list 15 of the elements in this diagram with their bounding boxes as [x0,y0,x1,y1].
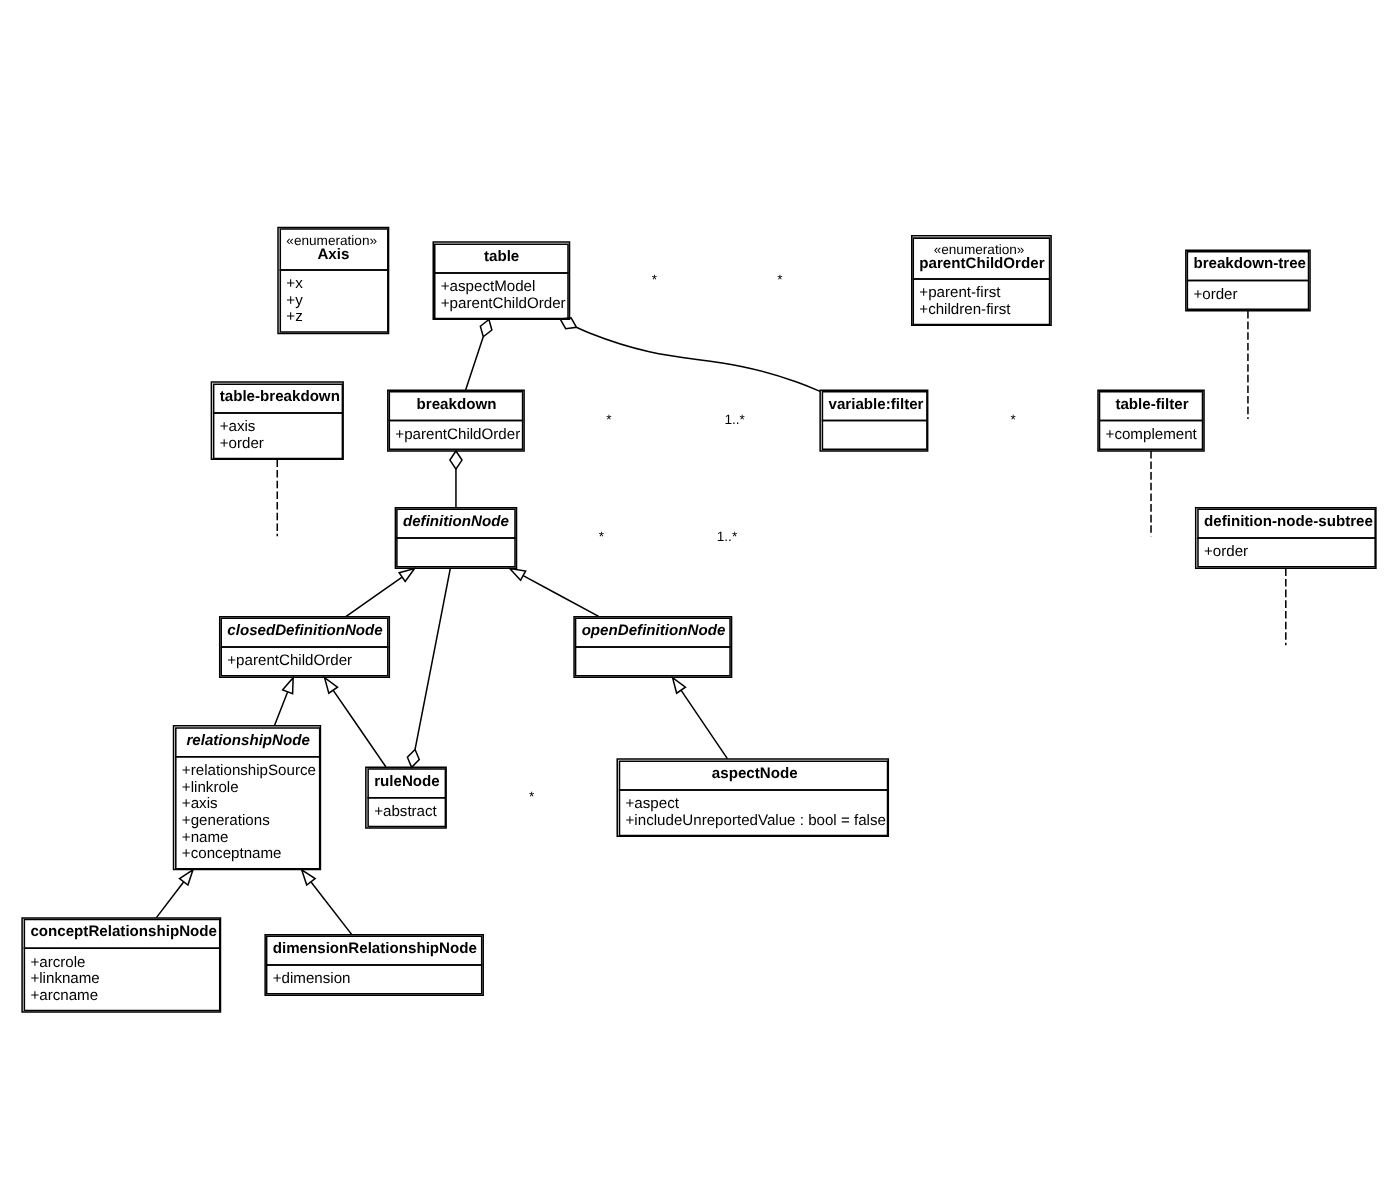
connector [406,566,452,768]
connector [276,457,278,537]
connector [1150,449,1152,537]
connector [559,316,821,392]
arrow [273,674,294,726]
arrow [345,566,417,617]
arrow [155,867,195,918]
connector [449,448,463,508]
connector [1285,566,1287,646]
arrow [323,674,387,767]
connector [464,317,493,390]
connector [1247,309,1249,419]
arrow [671,674,729,759]
arrow [507,566,600,617]
arrow [300,867,353,935]
